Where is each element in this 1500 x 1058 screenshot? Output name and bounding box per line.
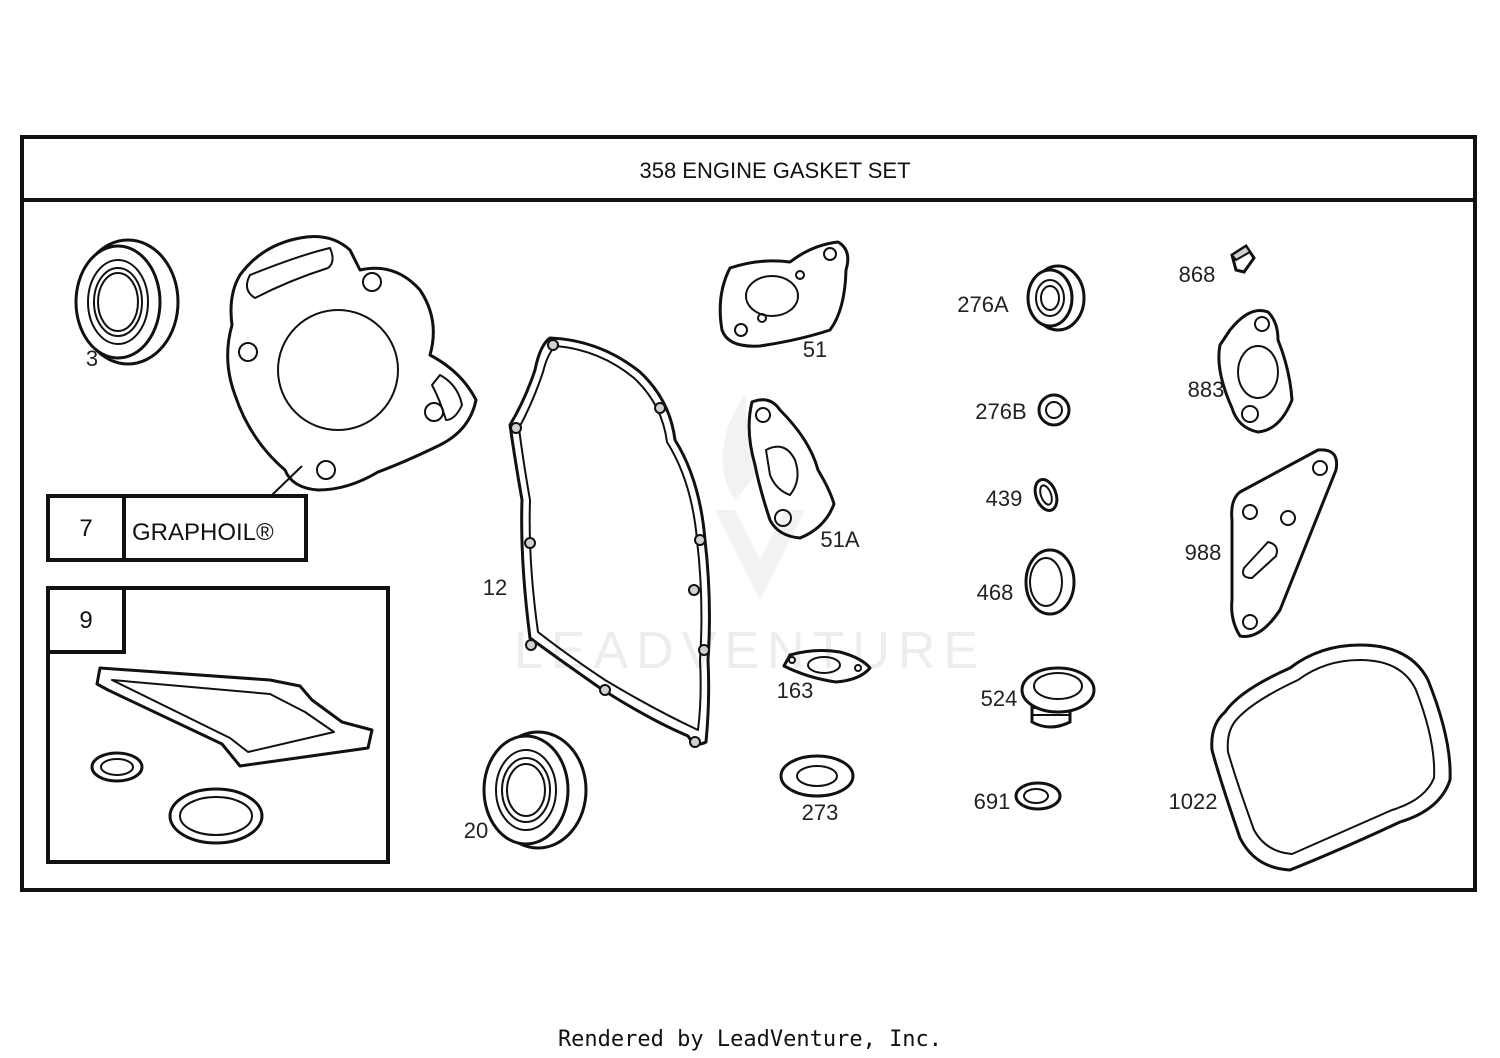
part-label-20: 20: [464, 818, 488, 843]
part-label-468: 468: [977, 580, 1014, 605]
part-label-51a: 51A: [820, 527, 859, 552]
kit-washer-large: [168, 787, 264, 845]
part-691-washer[interactable]: [1014, 781, 1062, 811]
part-label-988: 988: [1185, 540, 1222, 565]
footer-credit: Rendered by LeadVenture, Inc.: [558, 1027, 942, 1052]
callout-graphoil: 7 GRAPHOIL®: [46, 494, 308, 562]
part-3-seal[interactable]: [74, 238, 180, 366]
part-label-163: 163: [777, 678, 814, 703]
part-label-3: 3: [86, 346, 98, 371]
part-label-439: 439: [986, 486, 1023, 511]
part-868-cap[interactable]: [1230, 243, 1256, 274]
part-1022-gasket[interactable]: [1210, 643, 1452, 872]
kit-washer-small: [90, 751, 144, 783]
part-label-883: 883: [1188, 377, 1225, 402]
part-label-273: 273: [802, 800, 839, 825]
part-label-1022: 1022: [1169, 789, 1218, 814]
part-label-12: 12: [483, 575, 507, 600]
kit-gasket: [95, 666, 374, 768]
part-20-seal[interactable]: [482, 730, 588, 850]
part-7-head-gasket[interactable]: [226, 235, 478, 496]
part-51-gasket[interactable]: [718, 240, 850, 348]
part-276b-ring[interactable]: [1037, 393, 1071, 427]
part-12-crankcase-gasket[interactable]: [508, 336, 711, 748]
diagram-frame: [20, 135, 1477, 892]
watermark-logo: [715, 395, 805, 600]
part-988-plate[interactable]: [1230, 448, 1339, 638]
part-label-276b: 276B: [975, 399, 1026, 424]
part-439-ring[interactable]: [1031, 477, 1061, 514]
callout-number-9: 9: [79, 607, 92, 634]
part-163-gasket[interactable]: [782, 649, 872, 684]
part-276a-seal[interactable]: [1026, 264, 1086, 332]
callout-label-graphoil: GRAPHOIL®: [132, 519, 274, 546]
part-468-ring[interactable]: [1024, 548, 1076, 616]
part-label-868: 868: [1179, 262, 1216, 287]
callout-number-7: 7: [79, 515, 92, 542]
watermark-text: LEADVENTURE: [514, 622, 986, 680]
diagram-title: 358 ENGINE GASKET SET: [639, 158, 910, 183]
part-273-washer[interactable]: [779, 754, 855, 798]
part-label-276a: 276A: [957, 292, 1009, 317]
part-label-51: 51: [803, 337, 827, 362]
part-883-gasket[interactable]: [1217, 309, 1294, 434]
part-51a-gasket[interactable]: [747, 398, 836, 540]
part-label-524: 524: [981, 686, 1018, 711]
callout-kit-9: 9: [46, 586, 390, 864]
part-524-grommet[interactable]: [1020, 666, 1096, 729]
part-label-691: 691: [974, 789, 1011, 814]
